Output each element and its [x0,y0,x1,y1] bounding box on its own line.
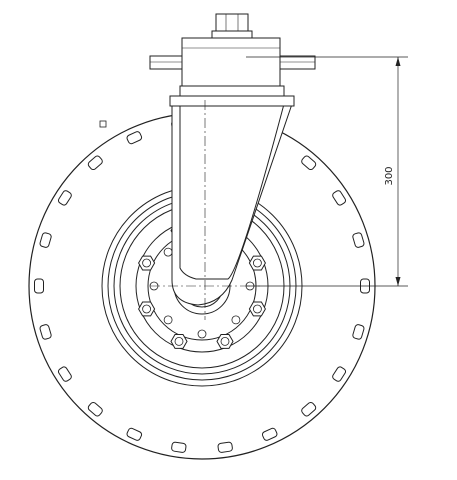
swivel-housing [181,37,281,87]
swivel-bearing-lower [179,85,285,97]
hub-hole [163,247,173,257]
centerlines [150,100,260,320]
kingpin-nut [215,13,249,32]
tread-lug [261,427,278,441]
tread-lug [126,131,143,145]
tread-lug [57,366,72,382]
tread-lug [126,427,143,441]
hub-hole [163,315,173,325]
hub-bolt-center [142,258,152,268]
tread-lug [301,401,317,417]
hub-bolt [216,334,234,349]
hub-bolt [248,255,266,271]
hub-bolt-center [142,304,152,314]
hub-bolt-center [252,304,262,314]
hub-hole [231,315,241,325]
hub-bolt-center [252,258,262,268]
hub-hole [197,329,207,339]
tread-lug [39,232,52,248]
fork-bracket [169,95,295,306]
fork-outer-leg [171,103,293,306]
tread-lug [57,190,72,206]
tread-lug [87,401,103,417]
dimension-arrow-bottom [395,277,401,286]
tread-lug [171,441,187,453]
tread-lug [352,324,365,340]
tread-lug [332,366,347,382]
tread-lug [39,324,52,340]
tread-lug [34,278,44,294]
hub-bolt [248,301,266,317]
swivel-head [149,13,316,97]
fork-inner-edge [179,103,285,280]
dimension-arrow-top [395,57,401,66]
hub-bolt [138,301,156,317]
tread-lug [332,190,347,206]
marker-square [99,120,107,128]
hub-bolt [138,255,156,271]
tread-lug [217,441,233,453]
tread-lug [301,155,317,171]
tread-lug [352,232,365,248]
tread-lug [87,155,103,171]
hub-bolt [170,334,188,349]
kingpin-washer [211,30,253,39]
fork-top-collar [169,95,295,107]
hub-bolt-center [174,336,184,346]
hub-bolt-center [220,336,230,346]
height-dimension [246,56,408,287]
height-dimension-label: 300 [384,166,395,185]
